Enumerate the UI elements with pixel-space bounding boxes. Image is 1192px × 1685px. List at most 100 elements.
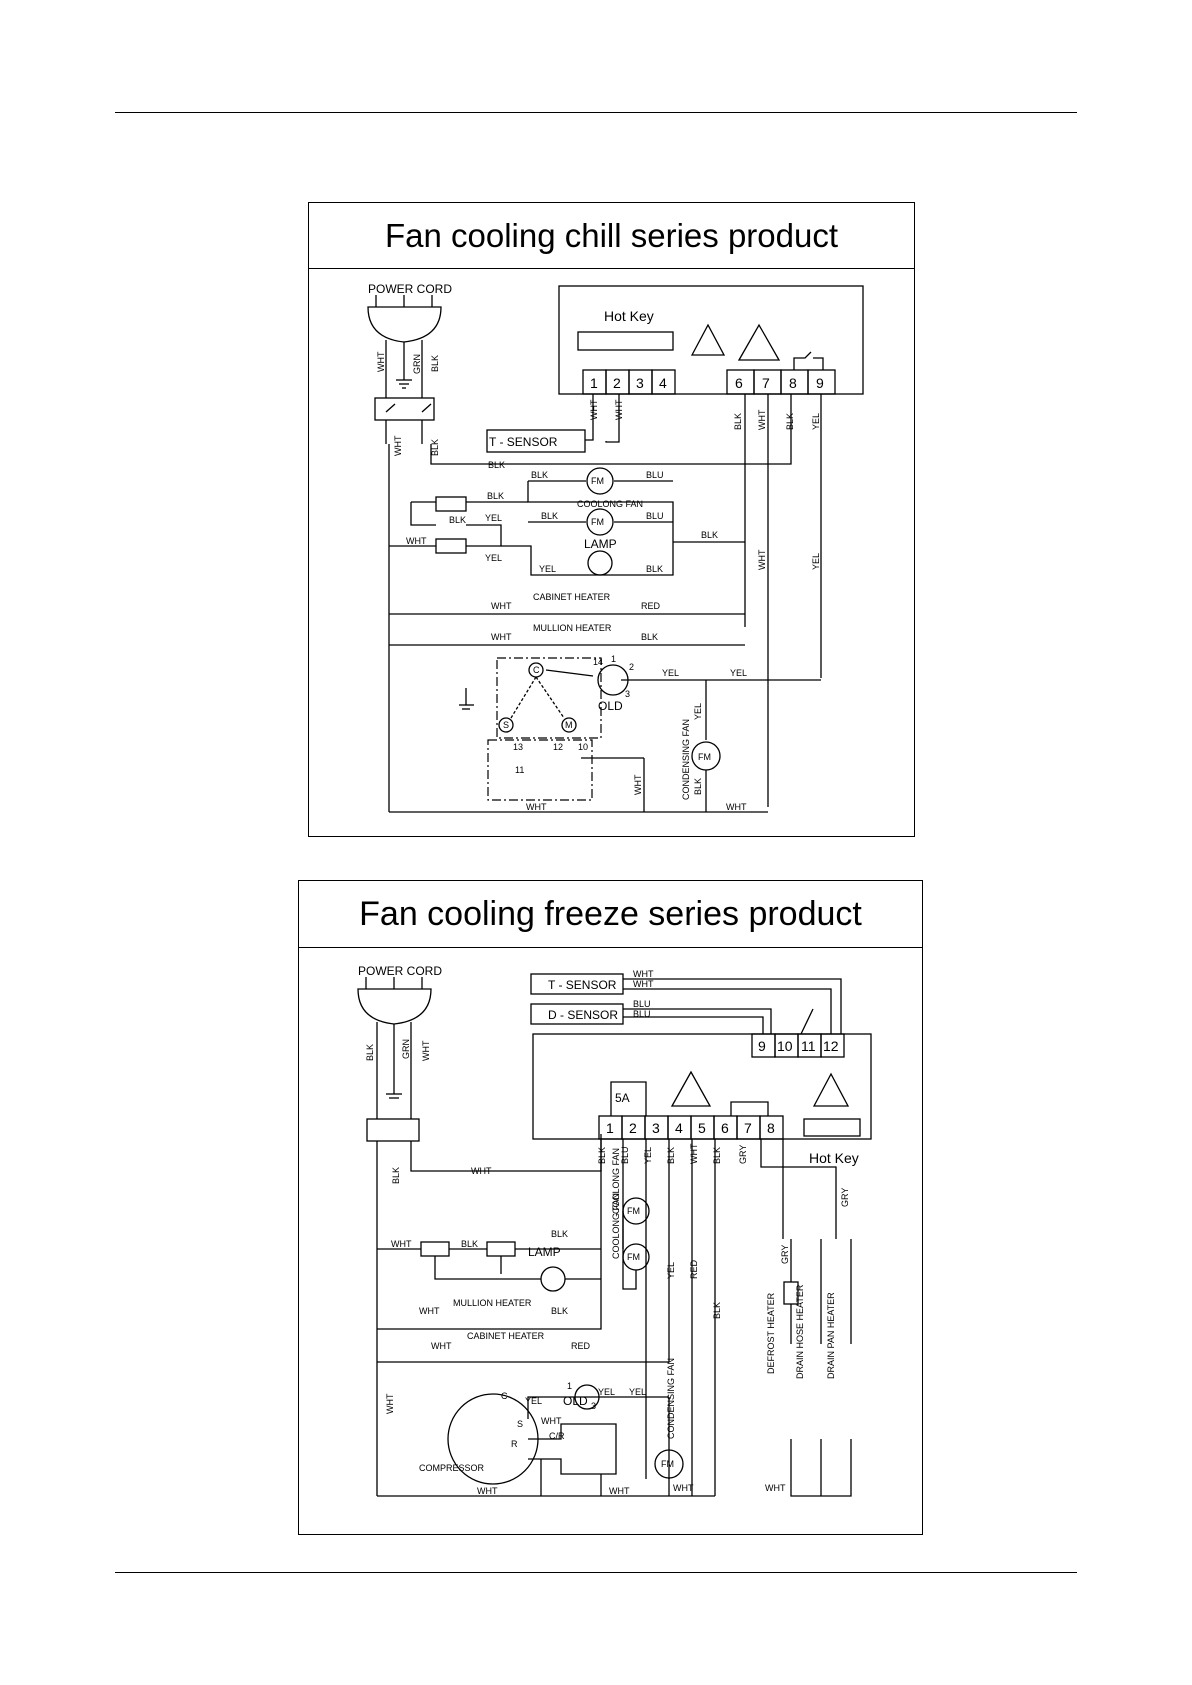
fan-motor-2: FM [591, 517, 604, 527]
wire-blk-sw: BLK [487, 491, 504, 501]
power-plug [367, 306, 442, 343]
pin-1: 1 [611, 654, 616, 664]
mullion-heater-label-f: MULLION HEATER [453, 1298, 532, 1308]
wire-wht-t2: WHT [614, 399, 624, 420]
footer-rule [115, 1572, 1077, 1573]
fan-motor-1-f: FM [627, 1206, 640, 1216]
chill-text-labels: POWER CORD Hot Key T - SENSOR 1 2 3 4 6 … [368, 282, 824, 812]
pin-2: 2 [629, 662, 634, 672]
wire-yel-f6: YEL [629, 1387, 646, 1397]
wire-wht-sw: WHT [406, 536, 427, 546]
wire-wht-mid: WHT [757, 549, 767, 570]
power-cord-label-f: POWER CORD [358, 964, 442, 978]
wire-blk-f3: BLK [551, 1306, 568, 1316]
terminal-5-f: 5 [698, 1120, 706, 1136]
wire-blu-t2-f: BLU [620, 1146, 630, 1164]
terminal-1: 1 [590, 375, 598, 391]
wire-red-mid-f: RED [689, 1259, 699, 1279]
drain-pan-heater-label: DRAIN PAN HEATER [826, 1292, 836, 1379]
comp-c-f: C [501, 1391, 508, 1401]
chill-wiring-diagram: POWER CORD Hot Key T - SENSOR 1 2 3 4 6 … [367, 282, 864, 813]
pin-10: 10 [578, 742, 588, 752]
wire-grn-cord: GRN [412, 354, 422, 374]
wire-wht-ts1: WHT [633, 969, 654, 979]
cr-label: C/R [549, 1431, 565, 1441]
hot-key-label-f: Hot Key [809, 1150, 859, 1166]
wire-blk-mid-f: BLK [712, 1302, 722, 1319]
wire-yel-old: YEL [662, 668, 679, 678]
comp-m: M [565, 720, 573, 730]
chill-controller [558, 285, 864, 395]
wire-yel-sw: YEL [485, 513, 502, 523]
wire-wht-bottom2: WHT [726, 802, 747, 812]
terminal-6: 6 [735, 375, 743, 391]
comp-c: C [533, 665, 540, 675]
chill-diagram-panel: Fan cooling chill series product [308, 202, 915, 837]
wire-wht-t1: WHT [589, 399, 599, 420]
wire-wht-ts2: WHT [633, 979, 654, 989]
comp-r-f: R [511, 1439, 518, 1449]
drain-hose-heater-label: DRAIN HOSE HEATER [795, 1284, 805, 1379]
header-rule [115, 112, 1077, 113]
terminal-6-f: 6 [721, 1120, 729, 1136]
condensing-fan-motor: FM [698, 752, 711, 762]
terminal-2-f: 2 [629, 1120, 637, 1136]
wire-wht-mul: WHT [491, 632, 512, 642]
condensing-fan-label: CONDENSING FAN [681, 719, 691, 800]
wire-yel-cf: YEL [693, 703, 703, 720]
compressor-label: COMPRESSOR [419, 1463, 485, 1473]
wire-red-f4: RED [571, 1341, 591, 1351]
wire-blk-fan1: BLK [531, 470, 548, 480]
freeze-title: Fan cooling freeze series product [299, 881, 922, 948]
chill-vertical-labels: WHT GRN BLK WHT BLK WHT WHT BLK WHT BLK … [376, 351, 821, 800]
wire-wht-cord: WHT [376, 351, 386, 372]
wire-yel-f7: YEL [525, 1396, 542, 1406]
chill-door-switch [374, 397, 435, 421]
wire-grn-cord-f: GRN [401, 1039, 411, 1059]
hot-key-label: Hot Key [604, 308, 654, 324]
wire-gry-def-f: GRY [780, 1245, 790, 1264]
fuse-5a: 5A [615, 1091, 630, 1105]
coolong-fan-label-f: COOLONG FAN [611, 1193, 621, 1259]
wire-blk-sw-f: BLK [391, 1167, 401, 1184]
terminal-9-f: 9 [758, 1038, 766, 1054]
pin-14: 14 [593, 657, 603, 667]
wire-yel-mid: YEL [811, 553, 821, 570]
wire-blk-cord-f: BLK [365, 1044, 375, 1061]
wire-blk-t4-f: BLK [666, 1147, 676, 1164]
terminal-8: 8 [789, 375, 797, 391]
pin-12: 12 [553, 742, 563, 752]
freeze-wire-lines [357, 973, 872, 1497]
wire-wht-f1: WHT [471, 1166, 492, 1176]
terminal-8-f: 8 [767, 1120, 775, 1136]
wire-blk-cord: BLK [430, 355, 440, 372]
chill-title: Fan cooling chill series product [309, 203, 914, 269]
condensing-fan-label-f: CONDENSING FAN [666, 1358, 676, 1439]
t-sensor-label-f: T - SENSOR [548, 978, 617, 992]
wire-yel-t3-f: YEL [643, 1147, 653, 1164]
wire-blk-t6-f: BLK [712, 1147, 722, 1164]
coolong-fan-label-f2: COOLONG FAN [611, 1148, 621, 1214]
terminal-3-f: 3 [652, 1120, 660, 1136]
terminal-2: 2 [613, 375, 621, 391]
comp-s-f: S [517, 1419, 523, 1429]
wire-blk-sw2: BLK [449, 515, 466, 525]
cabinet-heater-label-f: CABINET HEATER [467, 1331, 545, 1341]
freeze-wiring-diagram: POWER CORD T - SENSOR D - SENSOR Hot Key… [357, 964, 872, 1497]
freeze-text-labels: POWER CORD T - SENSOR D - SENSOR Hot Key… [358, 964, 859, 1496]
old-label-f: OLD [563, 1394, 588, 1408]
wire-blk-lamp: BLK [646, 564, 663, 574]
freeze-vertical-labels: BLK GRN WHT BLK WHT BLK BLU YEL BLK WHT … [365, 1039, 850, 1439]
pin-1-f: 1 [567, 1381, 572, 1391]
cond-fan-motor-f: FM [661, 1459, 674, 1469]
wire-blk-cf: BLK [693, 778, 703, 795]
wire-gry-t7-f: GRY [738, 1145, 748, 1164]
terminal-4-f: 4 [675, 1120, 683, 1136]
cabinet-heater-label: CABINET HEATER [533, 592, 611, 602]
wire-yel-f5: YEL [598, 1387, 615, 1397]
wire-wht-cord-f: WHT [421, 1040, 431, 1061]
old-label: OLD [598, 699, 623, 713]
wire-blu-fan1: BLU [646, 470, 664, 480]
wire-wht-sw-v: WHT [393, 435, 403, 456]
pin-13: 13 [513, 742, 523, 752]
